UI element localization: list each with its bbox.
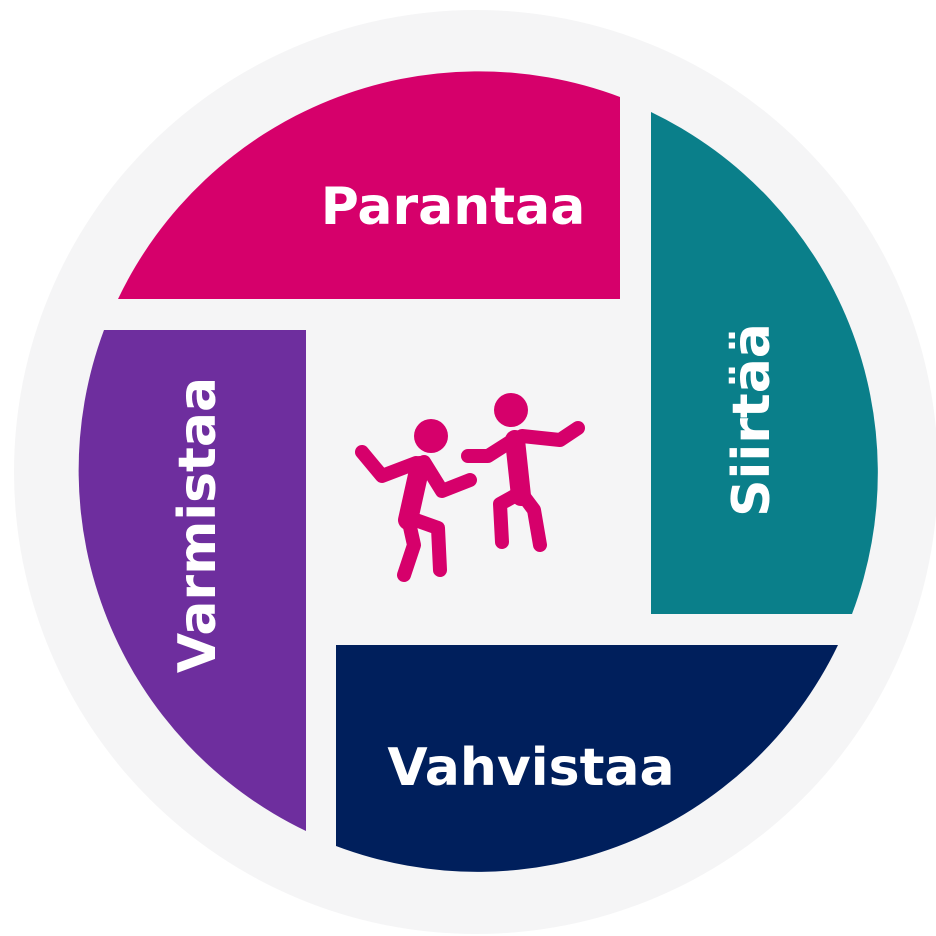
segment-left <box>78 330 306 831</box>
segment-top <box>118 71 620 299</box>
segment-bottom-label: Vahvistaa <box>387 738 674 798</box>
dancer-left-icon <box>355 419 477 582</box>
segment-right-label: Siirtää <box>722 323 782 517</box>
segment-right <box>651 112 878 614</box>
dancer-right-icon <box>461 393 585 552</box>
two-people-dancing-icon <box>355 393 585 582</box>
segment-bottom <box>336 645 838 872</box>
segment-left-label: Varmistaa <box>168 377 228 673</box>
segment-top-label: Parantaa <box>321 177 586 237</box>
